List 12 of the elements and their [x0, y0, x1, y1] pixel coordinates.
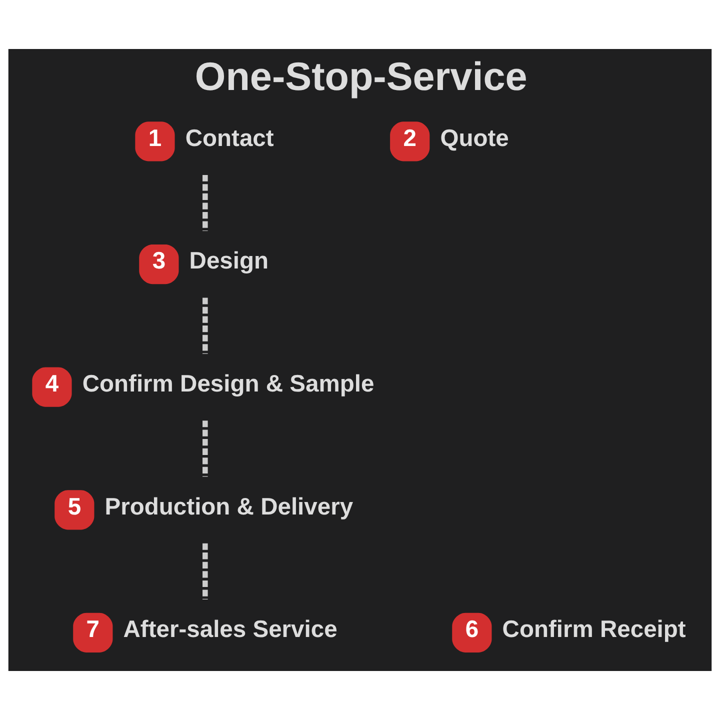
- node-label: Quote: [440, 124, 509, 152]
- diagram-title: One-Stop-Service: [194, 54, 528, 99]
- connector: [202, 298, 208, 354]
- connector: [202, 420, 208, 477]
- connector: [202, 174, 208, 232]
- connector: [202, 543, 208, 600]
- node-label: Design: [189, 248, 269, 275]
- node-label: Confirm Receipt: [502, 616, 686, 644]
- node-label: Confirm Design & Sample: [82, 370, 374, 398]
- node-label: After-sales Service: [123, 616, 338, 644]
- node-label: Contact: [185, 124, 274, 152]
- node-label: Production & Delivery: [104, 493, 354, 520]
